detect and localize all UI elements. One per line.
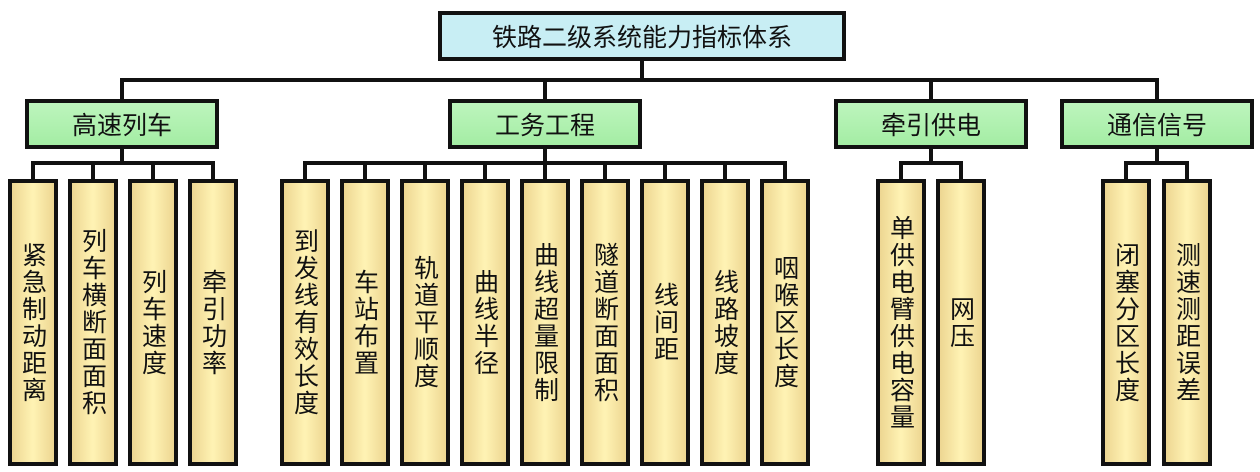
- indicator-node: 闭塞分区长度: [1101, 179, 1151, 466]
- category-label: 工务工程: [494, 111, 595, 140]
- indicator-node: 列车横断面面积: [68, 179, 118, 466]
- indicator-label: 单供电臂供电容量: [886, 214, 916, 431]
- category-node: 高速列车: [25, 99, 219, 149]
- indicator-label: 线间距: [650, 282, 680, 363]
- indicator-node: 紧急制动距离: [8, 179, 58, 466]
- category-node: 工务工程: [448, 99, 642, 149]
- indicator-label: 线路坡度: [710, 268, 740, 377]
- indicator-node: 线路坡度: [700, 179, 750, 466]
- indicator-node: 曲线半径: [460, 179, 510, 466]
- indicator-label: 网压: [946, 295, 976, 350]
- indicator-label: 列车横断面面积: [78, 228, 108, 417]
- root-label: 铁路二级系统能力指标体系: [491, 23, 792, 52]
- indicator-label: 测速测距误差: [1172, 241, 1202, 404]
- indicator-node: 轨道平顺度: [400, 179, 450, 466]
- indicator-label: 咽喉区长度: [770, 255, 800, 390]
- indicator-label: 曲线超量限制: [530, 241, 560, 404]
- root-node: 铁路二级系统能力指标体系: [438, 11, 846, 61]
- category-label: 高速列车: [71, 111, 172, 140]
- indicator-label: 到发线有效长度: [290, 228, 320, 417]
- indicator-label: 牵引功率: [198, 268, 228, 377]
- indicator-label: 车站布置: [350, 268, 380, 377]
- indicator-node: 线间距: [640, 179, 690, 466]
- indicator-node: 隧道断面面积: [580, 179, 630, 466]
- indicator-node: 单供电臂供电容量: [876, 179, 926, 466]
- indicator-label: 轨道平顺度: [410, 255, 440, 390]
- indicator-node: 网压: [936, 179, 986, 466]
- indicator-node: 曲线超量限制: [520, 179, 570, 466]
- indicator-node: 列车速度: [128, 179, 178, 466]
- category-label: 通信信号: [1106, 111, 1207, 140]
- indicator-node: 牵引功率: [188, 179, 238, 466]
- indicator-label: 列车速度: [138, 268, 168, 377]
- indicator-node: 车站布置: [340, 179, 390, 466]
- category-node: 通信信号: [1060, 99, 1254, 149]
- category-label: 牵引供电: [880, 111, 981, 140]
- indicator-label: 紧急制动距离: [18, 241, 48, 404]
- indicator-label: 隧道断面面积: [590, 241, 620, 404]
- indicator-node: 到发线有效长度: [280, 179, 330, 466]
- indicator-label: 曲线半径: [470, 268, 500, 377]
- indicator-node: 测速测距误差: [1162, 179, 1212, 466]
- indicator-node: 咽喉区长度: [760, 179, 810, 466]
- indicator-label: 闭塞分区长度: [1111, 241, 1141, 404]
- category-node: 牵引供电: [834, 99, 1028, 149]
